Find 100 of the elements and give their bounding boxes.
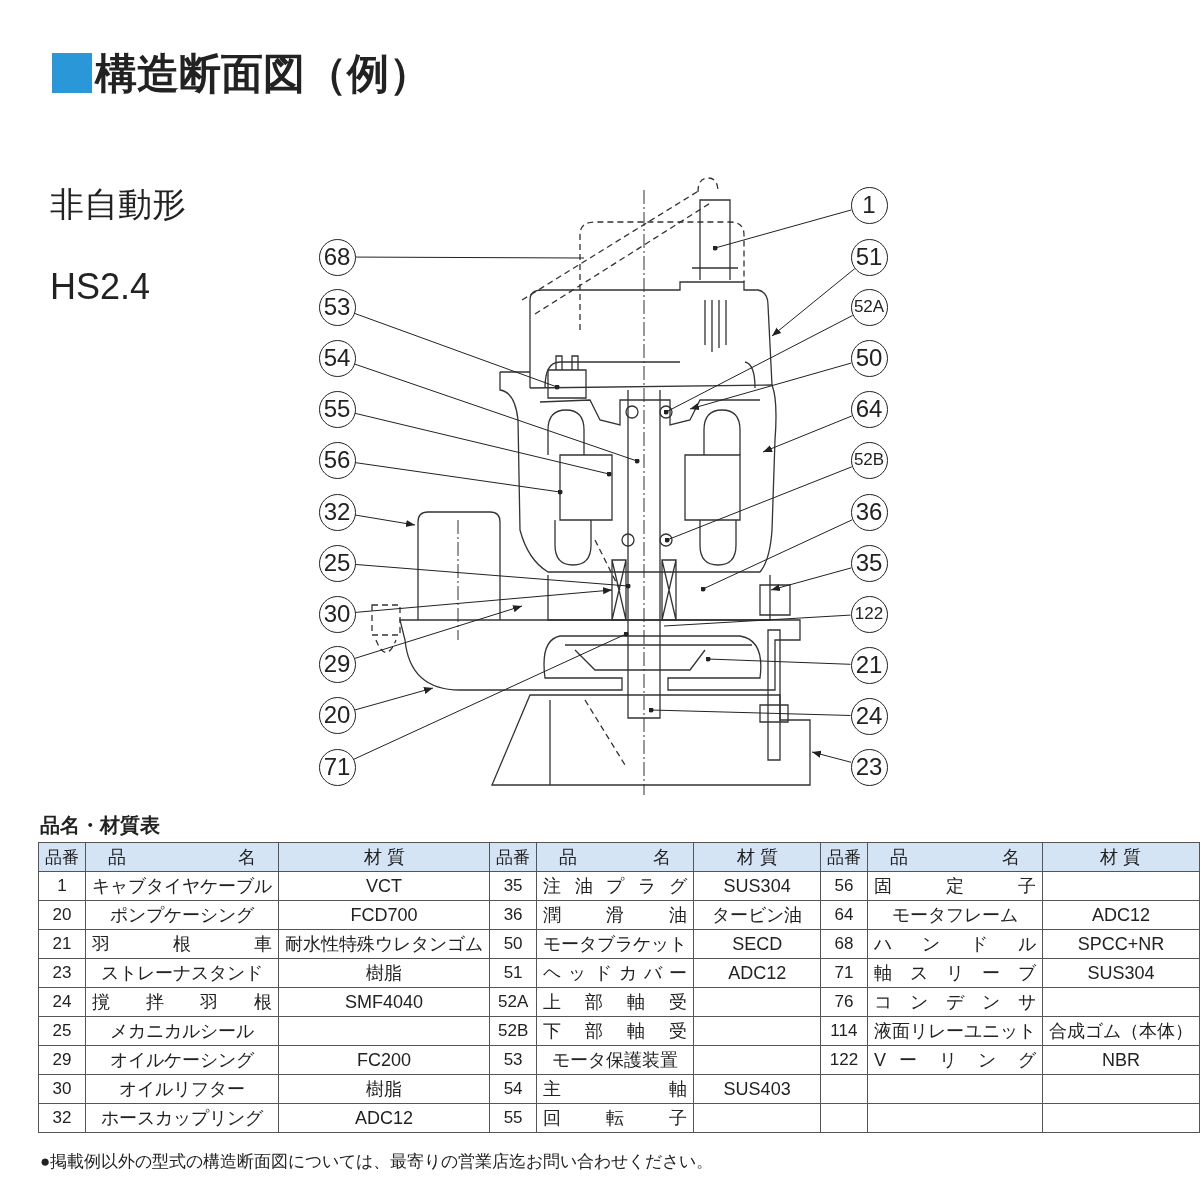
table-cell: 潤 滑 油 (536, 900, 694, 930)
table-cell: NBR (1042, 1045, 1200, 1075)
table-cell: モータブラケット (536, 929, 694, 959)
callout-number: 54 (318, 339, 356, 377)
table-cell: 軸 ス リ ー ブ (867, 958, 1043, 988)
leader-line (354, 412, 612, 477)
table-cell: 56 (820, 871, 868, 901)
table-cell: ADC12 (693, 958, 821, 988)
table-cell: SUS304 (693, 871, 821, 901)
table-header-cell: 品 名 (867, 842, 1043, 872)
table-cell: 50 (489, 929, 537, 959)
table-cell: 29 (38, 1045, 86, 1075)
leader-line (648, 707, 851, 716)
table-cell: 114 (820, 1016, 868, 1046)
table-cell: ADC12 (1042, 900, 1200, 930)
table-header-cell: 品 名 (536, 842, 694, 872)
callout-number: 53 (318, 288, 356, 326)
leader-line (762, 415, 853, 453)
leader-line (689, 362, 852, 410)
table-title: 品名・材質表 (40, 813, 160, 838)
table-cell: 羽 根 車 (85, 929, 279, 959)
table-cell: SECD (693, 929, 821, 959)
leader-line (354, 363, 640, 464)
table-cell: SUS304 (1042, 958, 1200, 988)
table-header-cell: 品番 (38, 842, 86, 872)
table-cell: 合成ゴム（本体） (1042, 1016, 1200, 1046)
table-cell: 53 (489, 1045, 537, 1075)
table-cell: 23 (38, 958, 86, 988)
leader-line (663, 614, 852, 627)
footnote: ●掲載例以外の型式の構造断面図については、最寄りの営業店迄お問い合わせください。 (40, 1151, 714, 1173)
table-cell: ホースカップリング (85, 1103, 279, 1133)
table-cell: 71 (820, 958, 868, 988)
leader-line (771, 268, 856, 337)
table-cell: 耐水性特殊ウレタンゴム (278, 929, 490, 959)
table-cell: ヘ ッ ド カ バ ー (536, 958, 694, 988)
callout-number: 71 (318, 748, 356, 786)
table-cell: モータ保護装置 (536, 1045, 694, 1075)
callout-number: 35 (850, 544, 888, 582)
leader-line (712, 209, 852, 251)
table-cell: オイルケーシング (85, 1045, 279, 1075)
table-cell: 64 (820, 900, 868, 930)
table-cell: V ー リ ン グ (867, 1045, 1043, 1075)
table-cell: 撹 拌 羽 根 (85, 987, 279, 1017)
leader-line (700, 519, 853, 592)
callout-number: 23 (850, 748, 888, 786)
callout-number: 55 (318, 390, 356, 428)
callout-number: 68 (318, 238, 356, 276)
table-cell: 21 (38, 929, 86, 959)
table-cell: 液面リレーユニット (867, 1016, 1043, 1046)
table-cell: モータフレーム (867, 900, 1043, 930)
leader-line (664, 466, 853, 543)
table-cell: 32 (38, 1103, 86, 1133)
table-cell: SMF4040 (278, 987, 490, 1017)
leader-line (355, 256, 585, 259)
table-cell: タービン油 (693, 900, 821, 930)
table-cell: 回 転 子 (536, 1103, 694, 1133)
table-cell: キャブタイヤケーブル (85, 871, 279, 901)
table-cell: FC200 (278, 1045, 490, 1075)
table-header-cell: 品 名 (85, 842, 279, 872)
table-cell: 1 (38, 871, 86, 901)
callout-number: 36 (850, 493, 888, 531)
callout-number: 21 (850, 646, 888, 684)
leader-line (770, 567, 852, 592)
table-cell: 注 油 プ ラ グ (536, 871, 694, 901)
table-cell: 52A (489, 987, 537, 1017)
table-cell: 樹脂 (278, 1074, 490, 1104)
leader-line (354, 563, 631, 589)
table-cell: 30 (38, 1074, 86, 1104)
table-cell: 36 (489, 900, 537, 930)
table-cell: 樹脂 (278, 958, 490, 988)
callout-number: 122 (850, 595, 888, 633)
leader-line (354, 686, 434, 711)
table-cell: オイルリフター (85, 1074, 279, 1104)
table-cell: 76 (820, 987, 868, 1017)
leader-line (353, 631, 629, 760)
table-cell: 上 部 軸 受 (536, 987, 694, 1017)
table-cell: 52B (489, 1016, 537, 1046)
table-cell: 20 (38, 900, 86, 930)
table-cell: 下 部 軸 受 (536, 1016, 694, 1046)
leader-line (354, 514, 416, 528)
table-cell: 68 (820, 929, 868, 959)
table-cell: ADC12 (278, 1103, 490, 1133)
callout-number: 25 (318, 544, 356, 582)
table-header-cell: 材 質 (278, 842, 490, 872)
callout-number: 24 (850, 697, 888, 735)
table-header-cell: 品番 (489, 842, 537, 872)
table-header-cell: 材 質 (693, 842, 821, 872)
table-header-cell: 品番 (820, 842, 868, 872)
pump-type-label: 非自動形 (50, 184, 186, 225)
leader-line (353, 312, 560, 390)
table-cell: 25 (38, 1016, 86, 1046)
table-cell: 主 軸 (536, 1074, 694, 1104)
callout-number: 50 (850, 339, 888, 377)
leader-line (663, 315, 854, 415)
table-cell: FCD700 (278, 900, 490, 930)
callout-number: 1 (850, 186, 888, 224)
table-cell: コ ン デ ン サ (867, 987, 1043, 1017)
table-cell: 54 (489, 1074, 537, 1104)
table-cell: ハ ン ド ル (867, 929, 1043, 959)
callout-number: 56 (318, 441, 356, 479)
